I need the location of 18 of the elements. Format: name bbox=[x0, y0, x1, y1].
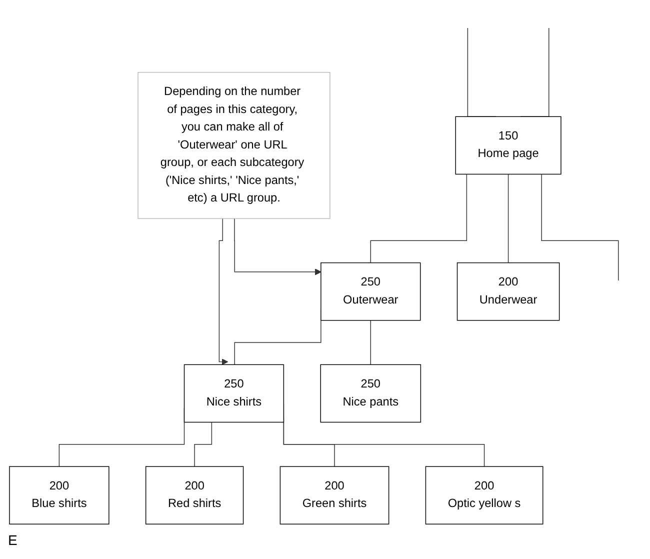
node-box: 200 Underwear bbox=[456, 262, 560, 321]
cut-off-label: E bbox=[8, 532, 18, 548]
node-box: 250 Nice pants bbox=[320, 364, 422, 423]
node-box: 200 Blue shirts bbox=[9, 466, 110, 524]
node-box: 250 Nice shirts bbox=[184, 364, 284, 423]
connector bbox=[508, 174, 509, 264]
node-box: Depending on the number of pages in this category, you can make all of 'Outerwear' one URL group, or each subcategory ('Nice shirts,' 'Nice pants,' etc) a URL group. bbox=[138, 72, 330, 219]
connector bbox=[370, 320, 371, 366]
node-box: 200 Green shirts bbox=[280, 466, 390, 524]
connector bbox=[370, 174, 468, 264]
node-box: 150 Home page bbox=[455, 116, 562, 175]
node-box: 250 Outerwear bbox=[320, 262, 421, 321]
arrow bbox=[218, 218, 228, 366]
connector bbox=[541, 174, 619, 281]
connector bbox=[194, 422, 212, 467]
node-box: 200 Optic yellow s bbox=[425, 466, 544, 524]
node-box: 200 Red shirts bbox=[145, 466, 244, 524]
arrow bbox=[234, 218, 322, 276]
